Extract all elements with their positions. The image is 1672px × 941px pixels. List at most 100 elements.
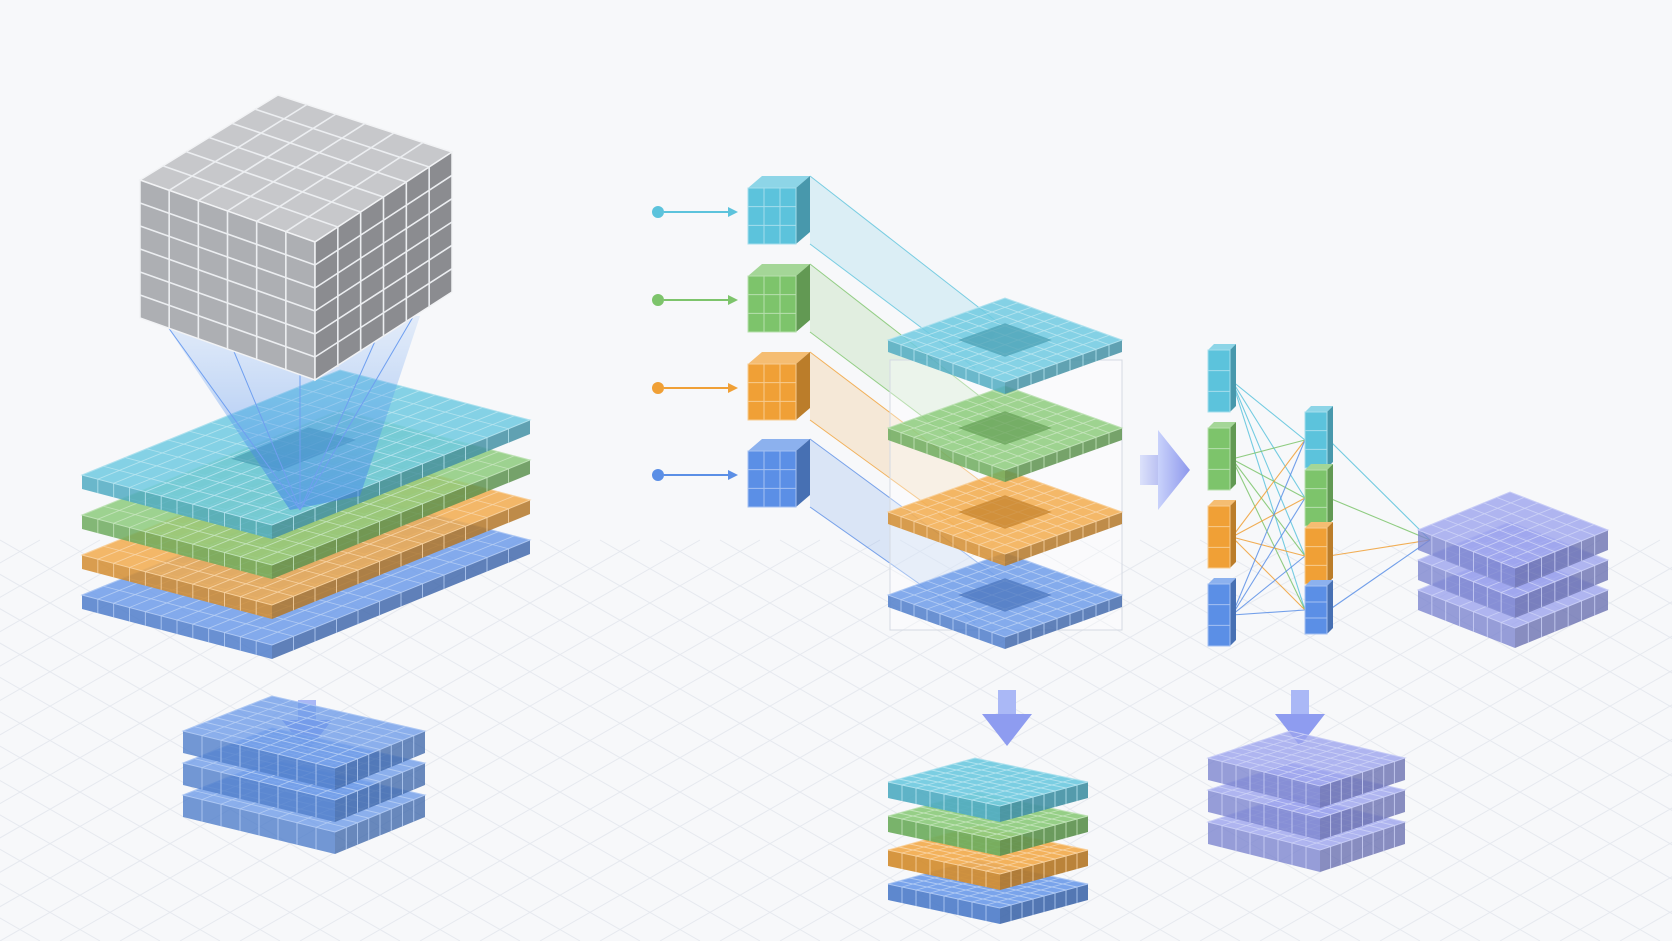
feature-layer-green xyxy=(886,385,1124,482)
left-column-green-top xyxy=(1208,422,1236,428)
feature-layer-green-front xyxy=(888,428,1005,482)
right-column-green xyxy=(1304,464,1333,527)
left-column-blue-side xyxy=(1230,578,1236,646)
beam-edge xyxy=(159,315,301,511)
flow-arrow xyxy=(1140,430,1190,510)
grid-line xyxy=(1499,841,1672,941)
left-column-green-front xyxy=(1207,427,1231,491)
kernel-green xyxy=(747,264,810,333)
feature-layer-green-side xyxy=(1005,428,1122,482)
grid-line xyxy=(1259,539,1672,777)
left-column-blue-front xyxy=(1207,583,1231,647)
kernel-cyan-gridlines xyxy=(748,188,796,244)
fused-output-block xyxy=(1416,491,1610,648)
kernel-green-side xyxy=(796,264,810,332)
grid-line xyxy=(1019,539,1672,915)
connection-line xyxy=(1231,458,1306,499)
feature-layer-blue-front xyxy=(888,595,1005,649)
right-column-blue xyxy=(1304,580,1333,635)
feature-layer-blue xyxy=(886,552,1124,649)
channel-columns xyxy=(1207,344,1333,647)
fusion-line xyxy=(1328,439,1431,541)
feature-layer-orange xyxy=(886,469,1124,566)
left-column-cyan-front xyxy=(1207,349,1231,413)
grid-line xyxy=(719,539,1421,941)
kernel-green-front xyxy=(747,275,797,333)
kernel-cyan-front xyxy=(747,187,797,245)
lower-output-layer-gridlines xyxy=(1218,733,1395,805)
grid-line xyxy=(0,676,461,941)
connection-line xyxy=(1231,536,1306,611)
grid-line xyxy=(1499,539,1672,640)
grid-line xyxy=(299,539,1001,941)
kernel-blue xyxy=(747,439,810,508)
right-column-green-side xyxy=(1327,464,1333,526)
feature-layer-cyan-side xyxy=(1005,340,1122,394)
left-column-cyan-top xyxy=(1208,344,1236,350)
output-stack xyxy=(887,757,1089,924)
output-layer-cyan-gridlines xyxy=(898,760,1078,819)
right-column-orange xyxy=(1304,522,1333,585)
right-column-orange-gridlines xyxy=(1305,546,1327,566)
lower-output-layer xyxy=(1206,730,1407,808)
grid-line xyxy=(1079,539,1672,880)
fused-layer-side xyxy=(1515,560,1608,618)
beam-edge xyxy=(299,304,421,511)
feature-layer-cyan-front xyxy=(888,340,1005,394)
fusion-line xyxy=(1328,539,1431,557)
grid-line xyxy=(0,917,41,941)
input-arrowhead-green xyxy=(728,295,738,305)
grid-line xyxy=(539,539,1241,941)
input-dot-blue xyxy=(652,469,664,481)
connection-line xyxy=(1231,380,1306,441)
kernel-blue-front xyxy=(747,450,797,508)
down-arrow xyxy=(1275,690,1325,746)
lower-output-block xyxy=(1206,730,1407,872)
connection-line xyxy=(1231,439,1306,616)
right-column-green-front xyxy=(1304,469,1328,527)
left-column-orange-top xyxy=(1208,500,1236,506)
output-layer xyxy=(181,695,427,790)
kernel-cube-gridlines xyxy=(139,103,453,370)
input-channels xyxy=(652,176,810,508)
right-column-blue-gridlines xyxy=(1305,601,1327,619)
right-column-cyan-front xyxy=(1304,411,1328,469)
fused-layer xyxy=(1416,491,1610,588)
grid-line xyxy=(0,848,161,941)
kernel-cube xyxy=(138,94,454,382)
right-column-cyan-top xyxy=(1305,406,1333,412)
fused-layer-side xyxy=(1515,590,1608,648)
feature-layer-orange-receptive-field xyxy=(958,495,1052,529)
grid-line xyxy=(479,539,1181,941)
right-column-blue-front xyxy=(1304,585,1328,635)
right-column-blue-side xyxy=(1327,580,1333,634)
projection-edge-cyan xyxy=(809,175,1001,325)
input-arrowhead-orange xyxy=(728,383,738,393)
left-panel xyxy=(80,94,532,854)
feature-layer-green-receptive-field xyxy=(958,411,1052,445)
grid-line xyxy=(1379,773,1672,941)
kernel-orange-side xyxy=(796,352,810,420)
middle-panel xyxy=(652,175,1124,924)
left-column-orange xyxy=(1207,500,1236,569)
feature-layer-cyan-receptive-field xyxy=(958,323,1052,357)
input-arrowhead-cyan xyxy=(728,207,738,217)
grid-line xyxy=(1439,807,1672,941)
fused-layer-gridlines xyxy=(1430,497,1596,583)
connection-line xyxy=(1231,439,1306,460)
fused-layer-top xyxy=(1416,491,1610,569)
left-column-green-side xyxy=(1230,422,1236,490)
left-column-blue xyxy=(1207,578,1236,647)
grid-line xyxy=(0,711,401,941)
left-column-cyan-gridlines xyxy=(1208,370,1230,392)
feature-layer-orange-side xyxy=(1005,512,1122,566)
grid-line xyxy=(0,539,161,633)
grid-line xyxy=(0,780,281,941)
kernel-green-gridlines xyxy=(748,276,796,332)
fusion-line xyxy=(1328,539,1431,611)
connection-lines xyxy=(1231,380,1431,616)
feature-layer-blue-side xyxy=(1005,595,1122,649)
left-column-orange-gridlines xyxy=(1208,526,1230,548)
feature-layer-orange-front xyxy=(888,512,1005,566)
